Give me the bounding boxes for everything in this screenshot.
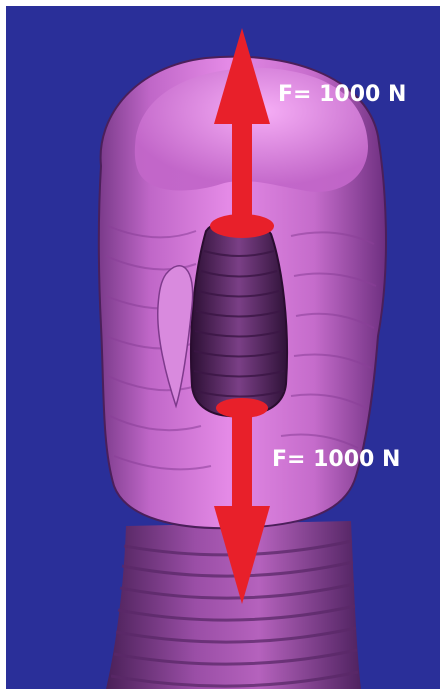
simulation-scene: F= 1000 N F= 1000 N (6, 6, 440, 689)
force-arrow-bottom-shaft (232, 408, 252, 513)
scene-svg: F= 1000 N F= 1000 N (6, 6, 440, 689)
force-label-bottom: F= 1000 N (272, 447, 400, 472)
force-label-top: F= 1000 N (278, 82, 406, 107)
force-arrow-top-shaft (232, 116, 252, 226)
inner-cavity (191, 221, 287, 416)
